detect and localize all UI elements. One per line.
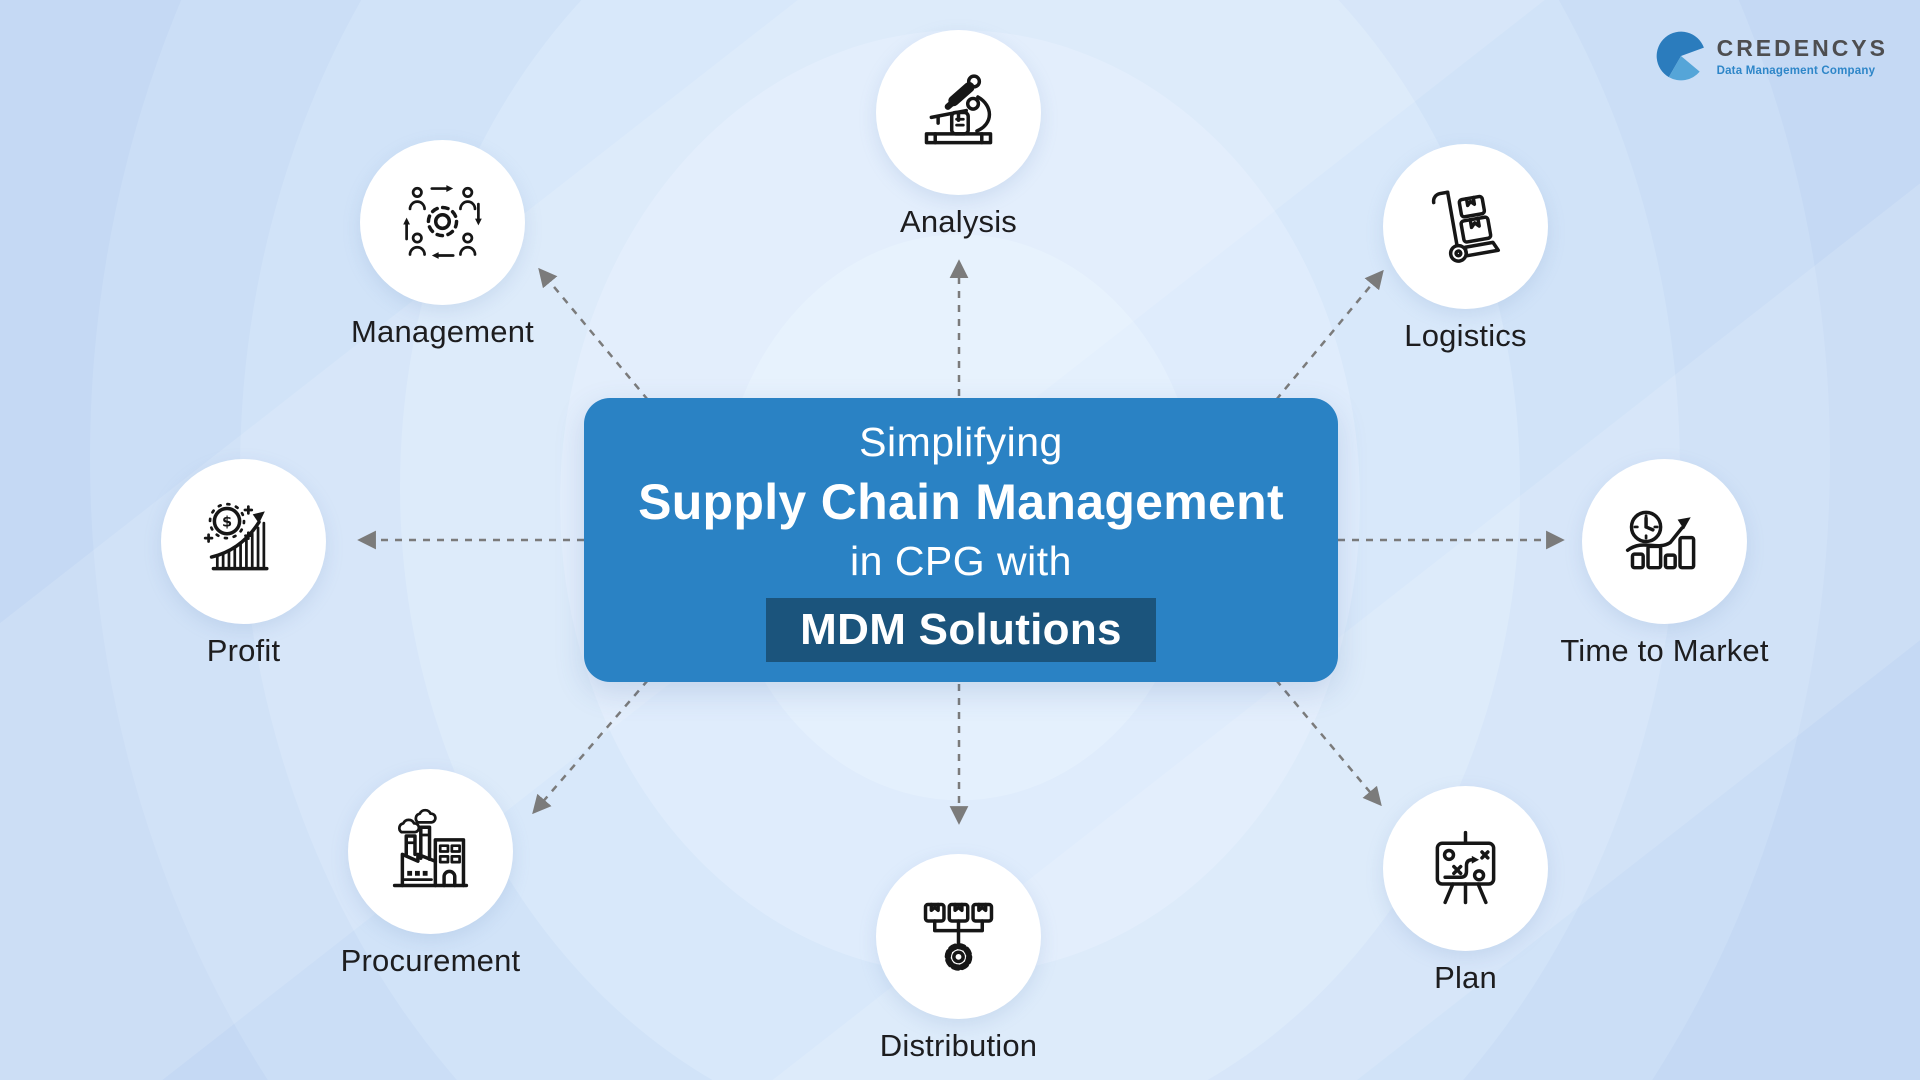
strategy-board-icon — [1435, 830, 1496, 905]
node-label: Plan — [1434, 960, 1497, 995]
boxes-gear-icon — [923, 902, 994, 971]
brand-name: CREDENCYS — [1716, 35, 1888, 61]
node-distribution: Distribution — [876, 854, 1041, 1063]
node-label: Management — [351, 314, 534, 349]
title-line-3: in CPG with — [850, 538, 1072, 585]
node-management: Management — [351, 140, 534, 349]
node-time-to-market: Time to Market — [1560, 459, 1768, 668]
management-circle — [360, 140, 525, 305]
logistics-circle — [1383, 144, 1548, 309]
time-to-market-circle — [1582, 459, 1747, 624]
node-label: Procurement — [340, 943, 521, 978]
hand-truck-icon — [1431, 190, 1501, 263]
people-gear-icon — [403, 185, 482, 259]
credencys-logo: CREDENCYS Data Management Company — [1655, 28, 1888, 84]
node-label: Logistics — [1404, 318, 1527, 353]
node-logistics: Logistics — [1383, 144, 1548, 353]
distribution-circle — [876, 854, 1041, 1019]
procurement-circle — [348, 769, 513, 934]
node-profit: $ Profit — [161, 459, 326, 668]
svg-text:$: $ — [222, 513, 232, 530]
center-title-card: Simplifying Supply Chain Management in C… — [584, 398, 1338, 682]
analysis-circle — [876, 30, 1041, 195]
node-plan: Plan — [1383, 786, 1548, 995]
node-label: Time to Market — [1560, 633, 1769, 668]
credencys-mark-icon — [1656, 31, 1704, 81]
node-procurement: Procurement — [341, 769, 520, 978]
node-label: Distribution — [879, 1028, 1038, 1063]
node-label: Profit — [206, 633, 281, 668]
clock-growth-icon — [1625, 510, 1696, 570]
node-analysis: Analysis — [876, 30, 1041, 239]
profit-circle: $ — [161, 459, 326, 624]
plan-circle — [1383, 786, 1548, 951]
title-line-1: Simplifying — [859, 418, 1063, 465]
mdm-solutions-badge: MDM Solutions — [766, 598, 1156, 663]
title-line-2: Supply Chain Management — [638, 473, 1284, 530]
factory-icon — [392, 808, 469, 888]
node-label: Analysis — [899, 204, 1018, 239]
coin-growth-icon: $ — [203, 502, 269, 571]
brand-tagline: Data Management Company — [1716, 65, 1876, 77]
microscope-icon — [924, 74, 993, 145]
